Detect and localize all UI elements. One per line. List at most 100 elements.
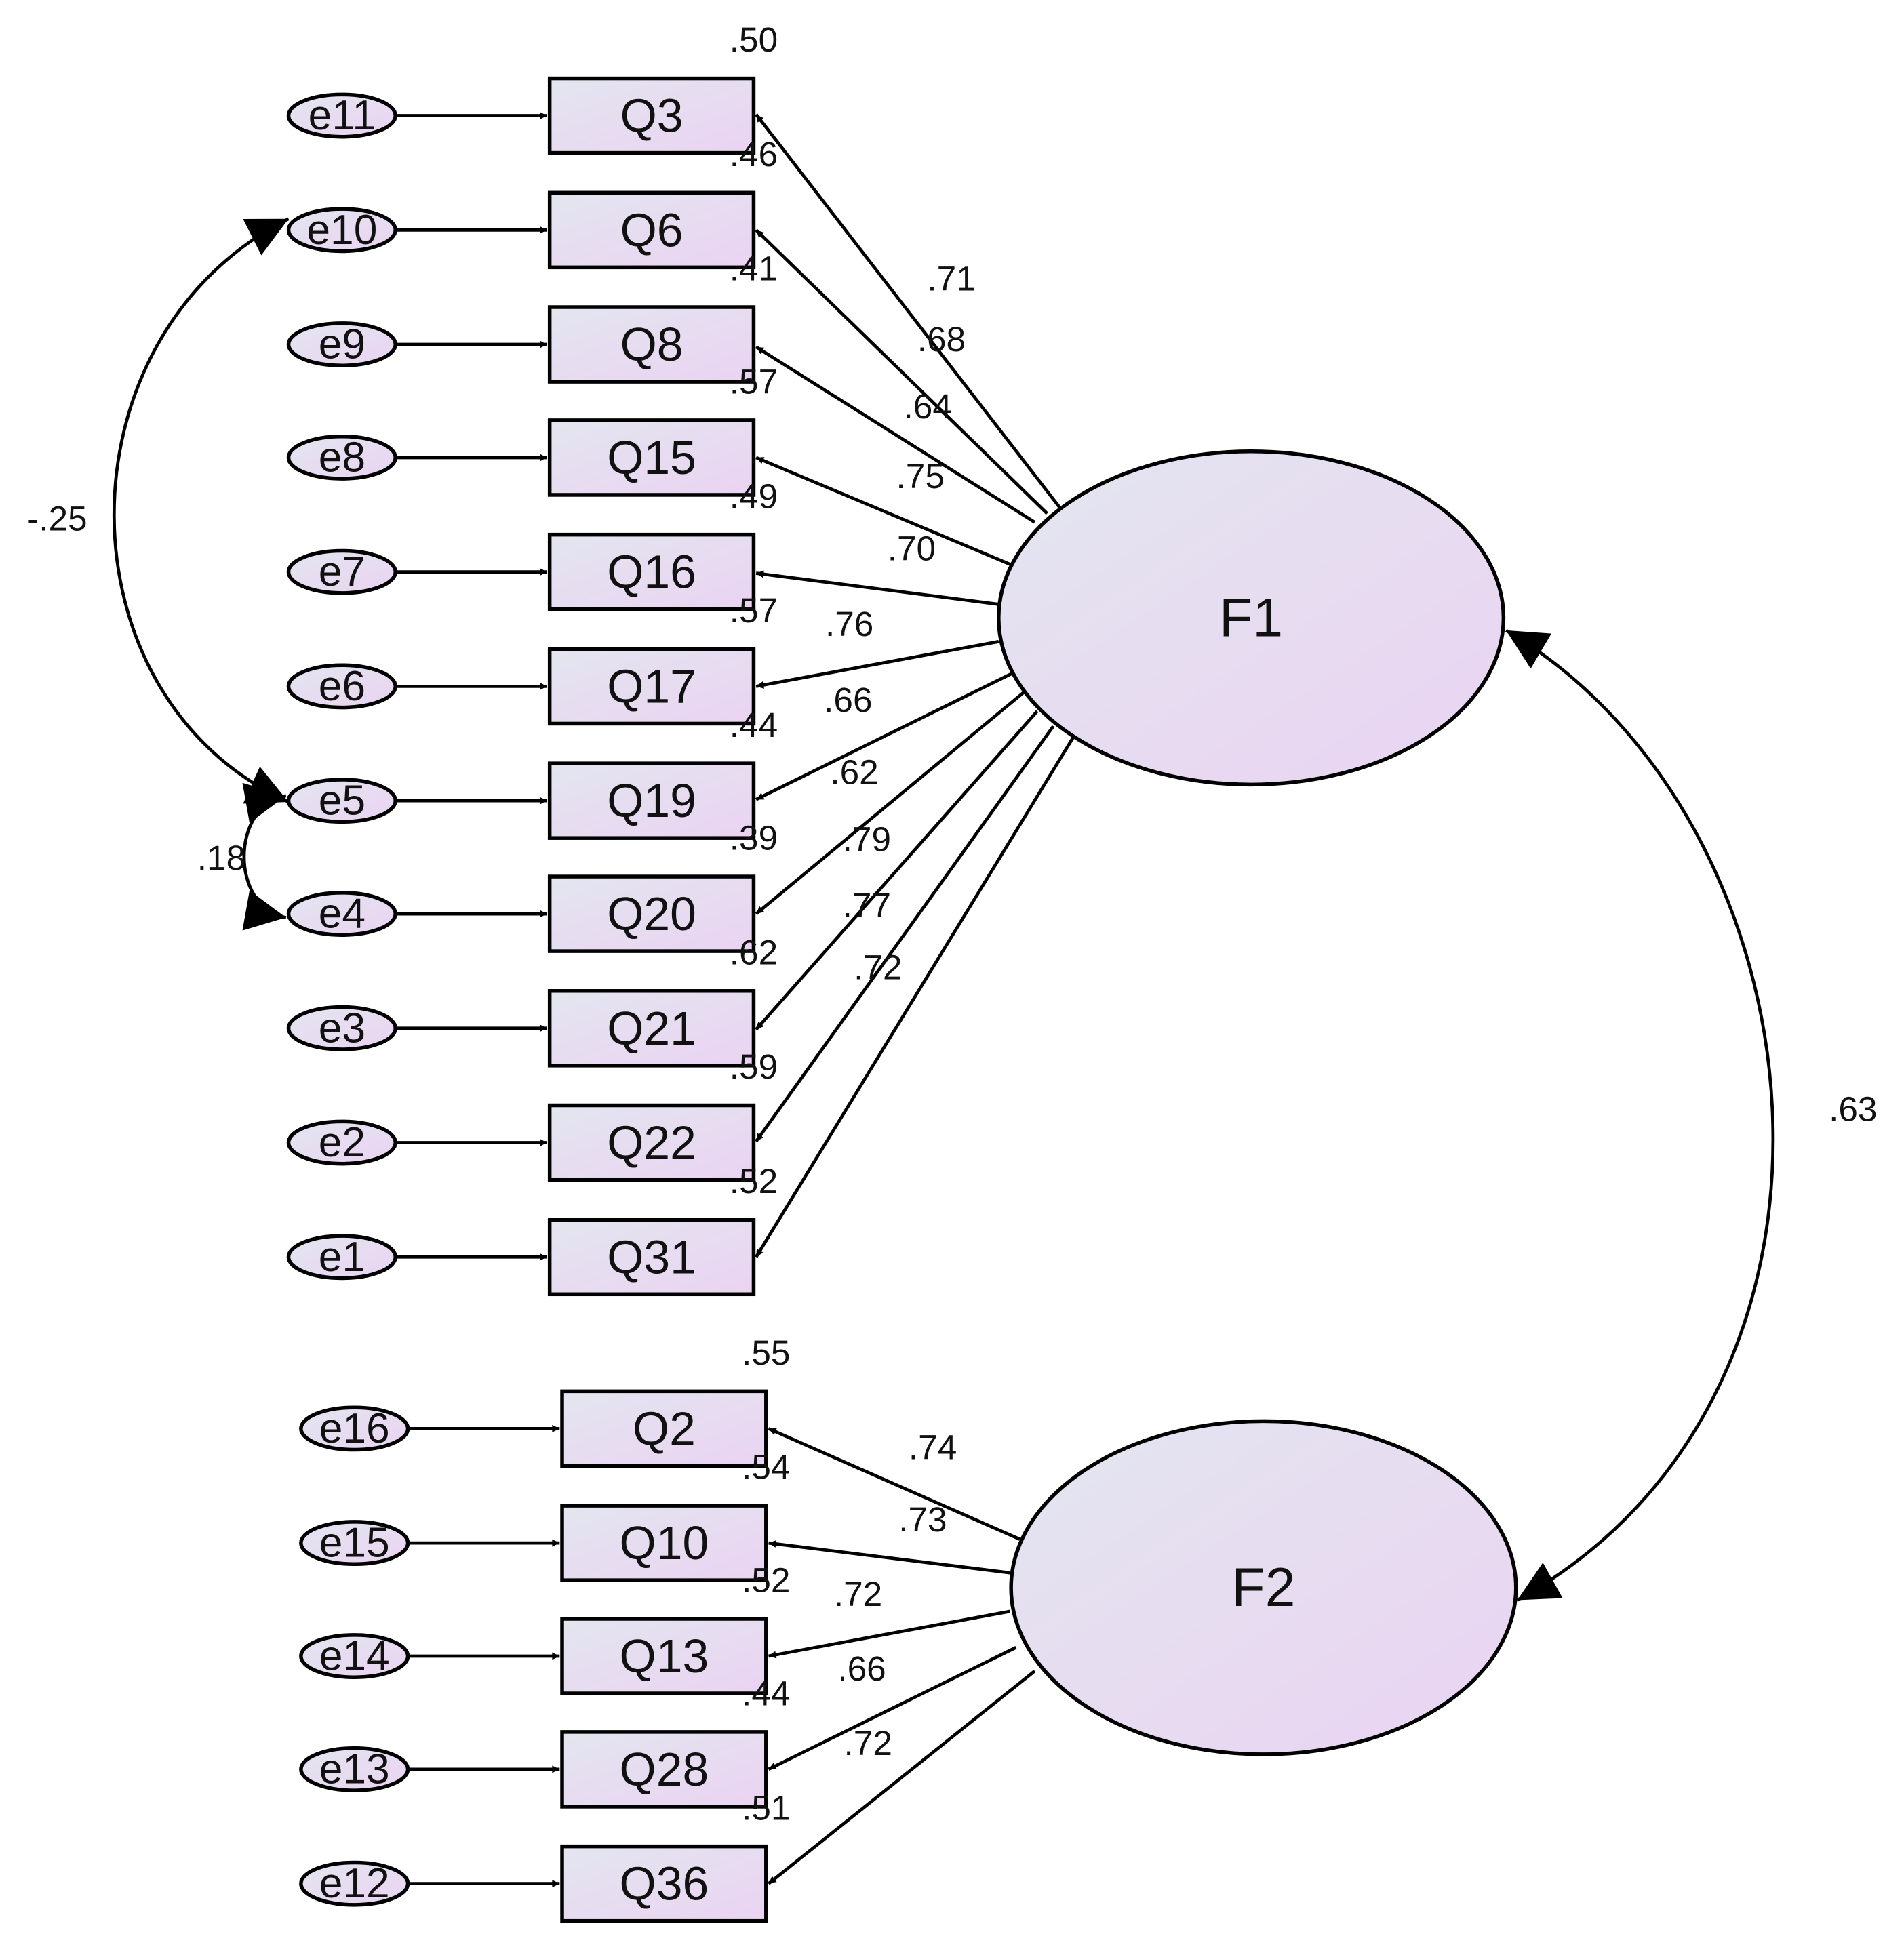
loading-label-q2: .74 <box>909 1428 957 1466</box>
indicator-box-q15 <box>547 418 756 497</box>
r-squared-label-q10: .54 <box>742 1448 790 1487</box>
error-term-e11 <box>286 92 397 139</box>
covariance-label-f1-f2: .63 <box>1829 1090 1877 1129</box>
indicator-label-q20: Q20 <box>607 887 696 940</box>
error-term-e16 <box>299 1405 410 1452</box>
error-term-e2 <box>286 1119 397 1166</box>
loading-label-q20: .62 <box>830 752 878 791</box>
error-label-e12: e12 <box>319 1860 390 1907</box>
indicator-label-q17: Q17 <box>607 660 696 712</box>
error-term-e15 <box>299 1520 410 1567</box>
r-squared-label-q20: .39 <box>730 819 778 858</box>
error-label-e1: e1 <box>319 1234 365 1281</box>
error-term-e8 <box>286 435 397 481</box>
error-label-e3: e3 <box>319 1005 365 1051</box>
error-label-e15: e15 <box>319 1520 390 1567</box>
loading-label-q21: .79 <box>843 820 891 859</box>
error-term-e6 <box>286 663 397 710</box>
r-squared-label-q17: .57 <box>730 591 778 630</box>
indicator-box-q36 <box>560 1844 768 1923</box>
error-term-e1 <box>286 1234 397 1281</box>
error-label-e14: e14 <box>319 1633 390 1680</box>
error-label-e2: e2 <box>319 1119 365 1166</box>
error-term-e10 <box>286 207 397 254</box>
indicator-box-q20 <box>547 874 756 953</box>
error-label-e8: e8 <box>319 434 365 481</box>
error-label-e5: e5 <box>319 778 365 824</box>
loading-label-q28: .66 <box>837 1649 886 1688</box>
indicator-label-q8: Q8 <box>620 318 683 371</box>
loading-path-q15 <box>755 456 1014 567</box>
loading-label-q36: .72 <box>844 1724 892 1763</box>
indicator-label-q19: Q19 <box>607 774 696 827</box>
loading-path-q20 <box>755 691 1025 915</box>
indicator-label-q36: Q36 <box>620 1857 709 1910</box>
loading-path-q8 <box>755 345 1036 524</box>
r-squared-label-q21: .62 <box>730 933 778 971</box>
covariance-f1-f2 <box>1505 628 1775 1602</box>
factor-label-f1: F1 <box>1219 588 1283 649</box>
indicator-label-q15: Q15 <box>607 431 696 484</box>
loading-label-q22: .77 <box>843 886 891 925</box>
loading-path-q13 <box>768 1609 1010 1659</box>
error-label-e10: e10 <box>306 207 377 254</box>
indicator-box-q6 <box>547 190 756 270</box>
loading-path-q36 <box>767 1670 1036 1885</box>
r-squared-label-q16: .49 <box>730 477 778 515</box>
indicator-label-q3: Q3 <box>620 89 683 142</box>
error-term-e14 <box>299 1633 410 1679</box>
r-squared-label-q36: .51 <box>742 1788 790 1827</box>
error-term-e3 <box>286 1005 397 1051</box>
indicator-label-q22: Q22 <box>607 1117 696 1169</box>
loading-label-q3: .71 <box>927 259 975 298</box>
indicator-label-q10: Q10 <box>620 1516 709 1569</box>
indicator-label-q13: Q13 <box>620 1630 709 1683</box>
indicator-label-q16: Q16 <box>607 546 696 599</box>
error-label-e16: e16 <box>319 1405 390 1452</box>
indicator-label-q2: Q2 <box>633 1402 696 1455</box>
r-squared-label-q2: .55 <box>742 1333 790 1372</box>
loading-label-q10: .73 <box>898 1500 947 1539</box>
loading-label-q19: .66 <box>824 681 872 719</box>
loading-path-q31 <box>755 736 1075 1258</box>
covariance-e5-e4 <box>242 782 287 931</box>
r-squared-label-q3: .50 <box>730 20 778 59</box>
error-term-e13 <box>299 1746 410 1792</box>
loading-label-q15: .75 <box>896 457 945 496</box>
loading-path-q2 <box>768 1427 1020 1541</box>
loading-path-q19 <box>755 671 1014 801</box>
covariance-label-e10-e5: -.25 <box>27 499 87 538</box>
loading-label-q17: .76 <box>825 605 873 643</box>
indicator-box-q2 <box>560 1389 768 1468</box>
indicator-label-q28: Q28 <box>620 1743 709 1796</box>
loading-label-q16: .70 <box>888 529 936 567</box>
loading-label-q8: .64 <box>904 387 952 426</box>
error-term-e9 <box>286 321 397 367</box>
error-term-e4 <box>286 891 397 937</box>
indicator-box-q22 <box>547 1103 756 1182</box>
loading-path-q10 <box>768 1540 1010 1575</box>
indicator-box-q31 <box>547 1218 756 1297</box>
indicator-box-q21 <box>547 989 756 1068</box>
latent-factor-f1 <box>997 449 1506 787</box>
factor-label-f2: F2 <box>1231 1557 1295 1618</box>
r-squared-label-q31: .52 <box>730 1162 778 1201</box>
r-squared-label-q22: .59 <box>730 1047 778 1086</box>
error-term-e12 <box>299 1860 410 1907</box>
indicator-label-q6: Q6 <box>620 203 683 256</box>
r-squared-label-q28: .44 <box>742 1674 790 1713</box>
error-label-e4: e4 <box>319 891 365 938</box>
loading-path-q16 <box>755 570 999 606</box>
r-squared-label-q19: .44 <box>730 706 778 744</box>
covariance-e10-e5 <box>112 217 290 804</box>
indicator-box-q28 <box>560 1730 768 1809</box>
error-label-e7: e7 <box>319 548 365 595</box>
latent-factor-f2 <box>1009 1419 1518 1756</box>
r-squared-label-q8: .41 <box>730 249 778 288</box>
loading-path-q17 <box>755 640 999 689</box>
error-label-e9: e9 <box>319 321 365 368</box>
indicator-box-q8 <box>547 305 756 384</box>
indicator-box-q16 <box>547 532 756 611</box>
loading-path-q21 <box>755 710 1039 1031</box>
